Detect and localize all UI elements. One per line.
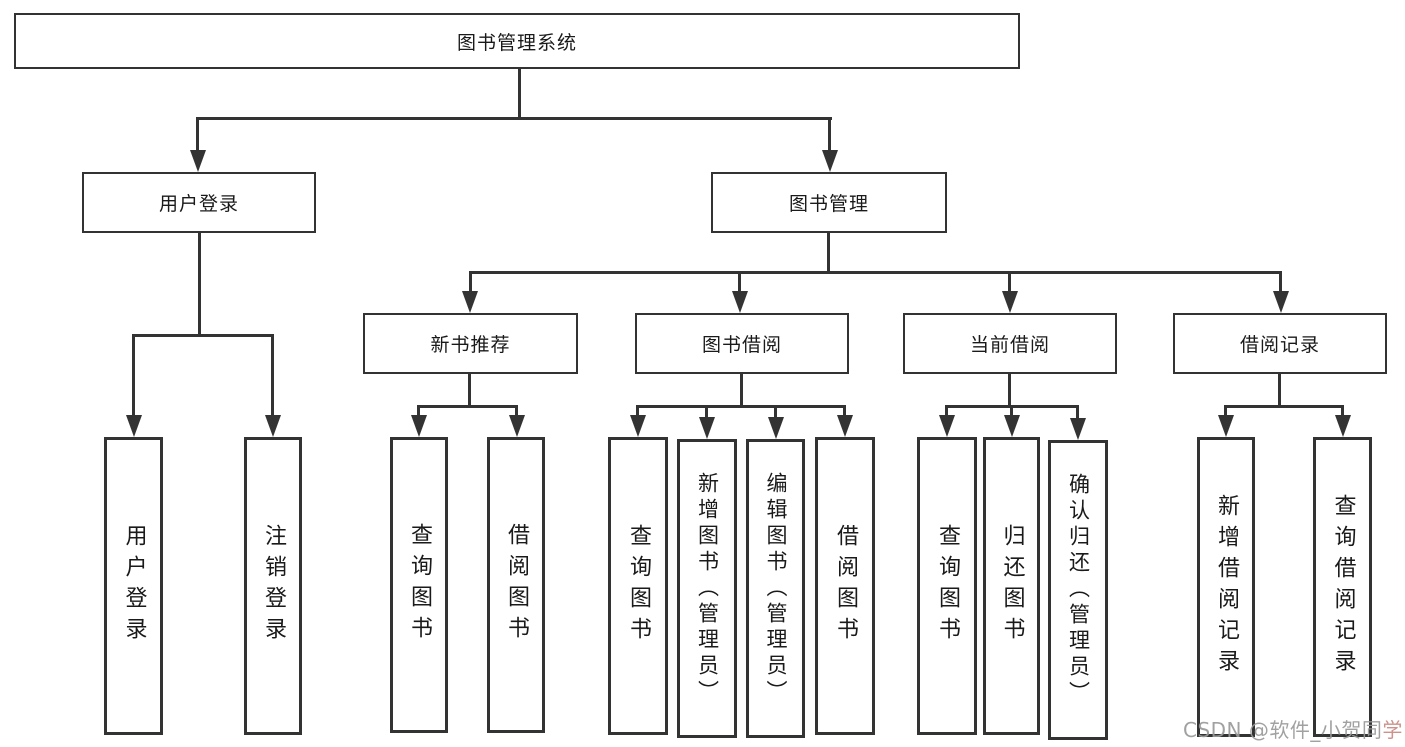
leaf-query-books-recommend: 查询图书 xyxy=(390,437,448,733)
arrowhead-down xyxy=(190,150,206,172)
leaf-add-books-admin: 新增图书（管理员） xyxy=(677,439,737,738)
connector-line xyxy=(1010,405,1013,418)
leaf-label: 归还图书 xyxy=(999,524,1025,648)
leaf-add-borrow-record: 新增借阅记录 xyxy=(1197,437,1255,737)
connector-line xyxy=(132,334,274,337)
arrowhead-down xyxy=(699,417,715,439)
connector-line xyxy=(469,271,472,295)
connector-line xyxy=(843,405,846,418)
arrowhead-down xyxy=(1218,415,1234,437)
leaf-return-books: 归还图书 xyxy=(983,437,1040,735)
watermark-text-accent: 学 xyxy=(1382,718,1403,742)
connector-line xyxy=(1224,405,1227,418)
node-current-borrowing: 当前借阅 xyxy=(903,313,1117,374)
watermark-text: CSDN @软件_小贺同 xyxy=(1183,718,1383,742)
arrowhead-down xyxy=(1004,415,1020,437)
arrowhead-down xyxy=(462,291,478,313)
connector-line xyxy=(1224,405,1344,408)
leaf-borrow-books-recommend: 借阅图书 xyxy=(487,437,545,733)
leaf-borrow-books-borrowing: 借阅图书 xyxy=(815,437,875,735)
leaf-label: 查询借阅记录 xyxy=(1330,494,1356,680)
arrowhead-down xyxy=(630,415,646,437)
arrowhead-down xyxy=(411,415,427,437)
arrowhead-down xyxy=(732,291,748,313)
arrowhead-down xyxy=(768,417,784,439)
node-book-management: 图书管理 xyxy=(711,172,947,233)
leaf-query-borrow-record: 查询借阅记录 xyxy=(1313,437,1372,737)
leaf-label: 注销登录 xyxy=(261,524,286,648)
arrowhead-down xyxy=(1273,291,1289,313)
leaf-label: 编辑图书（管理员） xyxy=(764,471,788,706)
connector-line xyxy=(827,233,830,273)
connector-line xyxy=(740,374,743,407)
node-book-borrowing: 图书借阅 xyxy=(635,313,849,374)
connector-line xyxy=(196,117,199,153)
connector-line xyxy=(1341,405,1344,418)
connector-line xyxy=(198,233,201,336)
connector-line xyxy=(636,405,639,418)
connector-line xyxy=(417,405,518,408)
connector-line xyxy=(515,405,518,418)
connector-line xyxy=(132,334,135,418)
leaf-label: 确认归还（管理员） xyxy=(1066,473,1091,707)
leaf-query-books-borrowing: 查询图书 xyxy=(608,437,668,735)
connector-line xyxy=(738,271,741,295)
leaf-label: 查询图书 xyxy=(935,524,960,648)
connector-line xyxy=(828,117,831,153)
connector-line xyxy=(1076,405,1079,420)
connector-line xyxy=(468,374,471,407)
arrowhead-down xyxy=(509,415,525,437)
node-user-login: 用户登录 xyxy=(82,172,316,233)
connector-line xyxy=(1279,271,1282,295)
leaf-edit-books-admin: 编辑图书（管理员） xyxy=(746,439,805,738)
leaf-label: 新增借阅记录 xyxy=(1214,494,1239,680)
connector-line xyxy=(705,405,708,419)
leaf-label: 用户登录 xyxy=(121,524,147,648)
leaf-label: 查询图书 xyxy=(626,524,651,648)
connector-line xyxy=(196,117,832,120)
arrowhead-down xyxy=(1070,418,1086,440)
connector-line xyxy=(636,405,846,408)
node-root: 图书管理系统 xyxy=(14,13,1020,69)
connector-line xyxy=(271,334,274,418)
leaf-label: 查询图书 xyxy=(407,523,432,647)
connector-line xyxy=(774,405,777,419)
arrowhead-down xyxy=(1002,291,1018,313)
connector-line xyxy=(945,405,948,418)
connector-line xyxy=(1278,374,1281,407)
connector-line xyxy=(518,68,521,119)
leaf-user-login: 用户登录 xyxy=(104,437,163,735)
arrowhead-down xyxy=(837,415,853,437)
arrowhead-down xyxy=(265,415,281,437)
arrowhead-down xyxy=(126,415,142,437)
connector-line xyxy=(1008,271,1011,295)
node-borrowing-records: 借阅记录 xyxy=(1173,313,1387,374)
leaf-label: 借阅图书 xyxy=(504,523,529,647)
node-new-book-recommend: 新书推荐 xyxy=(363,313,578,374)
arrowhead-down xyxy=(939,415,955,437)
leaf-label: 新增图书（管理员） xyxy=(695,471,720,706)
leaf-logout: 注销登录 xyxy=(244,437,302,735)
leaf-label: 借阅图书 xyxy=(833,524,858,648)
connector-line xyxy=(417,405,420,418)
arrowhead-down xyxy=(1335,415,1351,437)
csdn-watermark: CSDN @软件_小贺同学 xyxy=(1183,719,1403,741)
arrowhead-down xyxy=(822,150,838,172)
leaf-confirm-return-admin: 确认归还（管理员） xyxy=(1048,440,1108,740)
connector-line xyxy=(469,271,1281,274)
connector-line xyxy=(1008,374,1011,407)
leaf-query-books-current: 查询图书 xyxy=(917,437,977,735)
